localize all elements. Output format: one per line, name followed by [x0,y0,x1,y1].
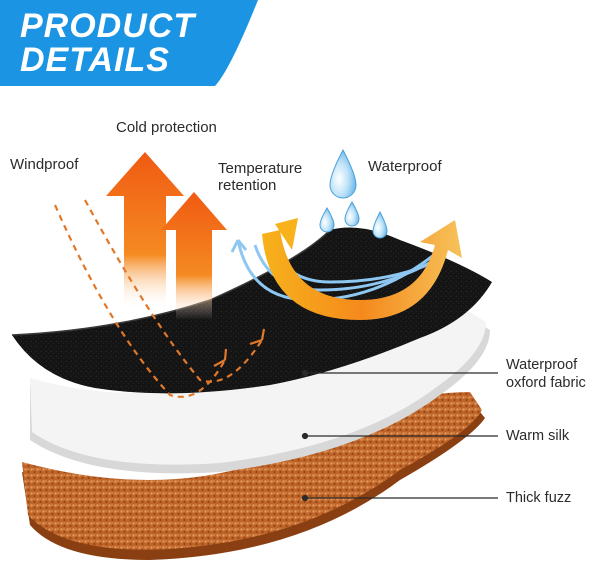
waterproof-label: Waterproof [368,158,442,175]
layer-label-oxford-line1: Waterproof [506,357,578,373]
layer-label-oxford-line2: oxford fabric [506,375,586,391]
header-title-line2: DETAILS [20,41,170,79]
temperature-retention-label-line1: Temperature [218,160,303,177]
cold-protection-label: Cold protection [116,119,217,136]
wind-dashed-arrow-icon [53,199,266,398]
layer-label-thick-fuzz: Thick fuzz [506,490,572,506]
heat-up-arrow-icon [106,152,227,320]
curved-deflect-arrow-icon [262,218,462,320]
header-title-line1: PRODUCT [20,7,196,45]
layer-label-warm-silk: Warm silk [506,428,570,444]
temperature-retention-label-line2: retention [218,177,277,194]
leader-lines [301,369,498,502]
water-drop-icon [319,148,388,239]
header-banner [0,0,258,86]
windproof-label: Windproof [10,156,79,173]
